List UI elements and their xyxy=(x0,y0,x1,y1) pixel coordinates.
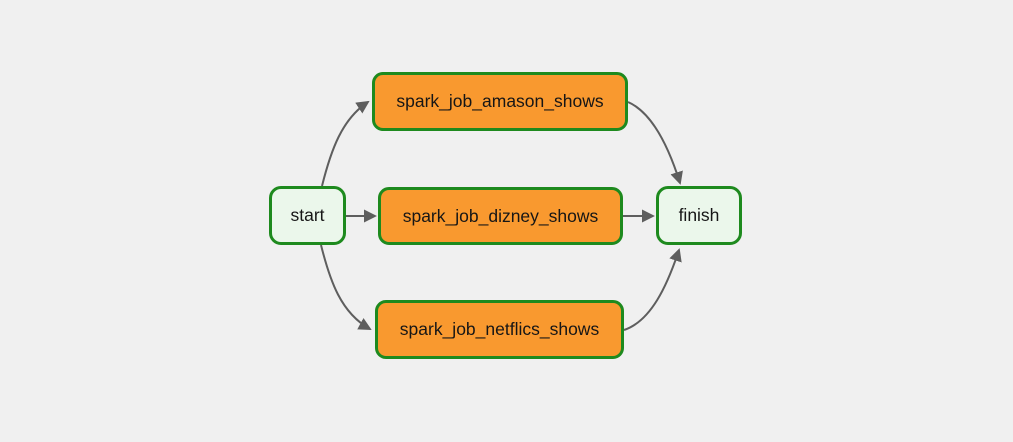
edge-netflics-to-finish xyxy=(623,248,682,331)
node-amason-label: spark_job_amason_shows xyxy=(396,91,604,111)
node-start-label: start xyxy=(290,205,325,225)
node-finish-label: finish xyxy=(678,205,720,225)
edge-start-to-amason xyxy=(321,100,370,187)
node-dizney-label: spark_job_dizney_shows xyxy=(402,205,599,226)
node-start[interactable]: start xyxy=(269,186,346,245)
node-netflics-label: spark_job_netflics_shows xyxy=(399,319,600,339)
node-finish[interactable]: finish xyxy=(656,186,742,245)
node-spark-job-netflics-shows[interactable]: spark_job_netflics_shows xyxy=(375,300,624,359)
edge-amason-to-finish xyxy=(627,101,683,185)
node-spark-job-dizney-shows[interactable]: spark_job_dizney_shows xyxy=(378,187,623,245)
edge-start-to-netflics xyxy=(320,244,372,330)
node-spark-job-amason-shows[interactable]: spark_job_amason_shows xyxy=(372,72,628,131)
